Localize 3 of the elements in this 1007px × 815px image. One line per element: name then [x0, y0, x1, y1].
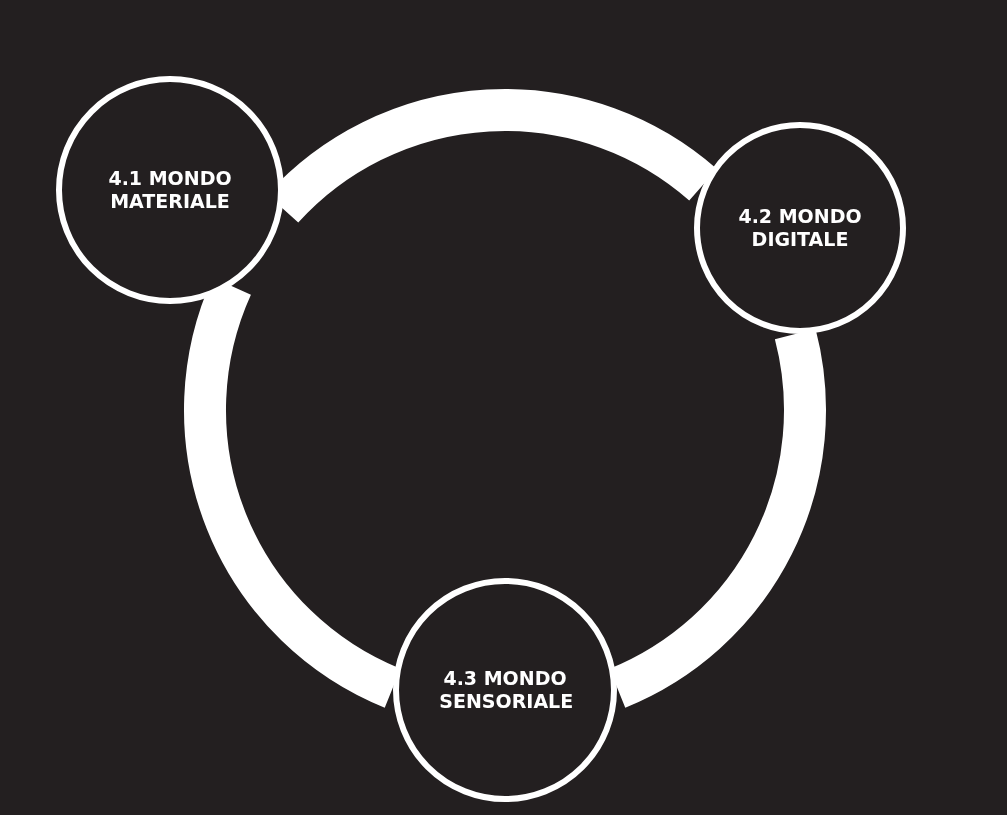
node-label: 4.1 MONDO MATERIALE: [107, 167, 233, 213]
node-label: 4.2 MONDO DIGITALE: [738, 205, 862, 251]
node-label: 4.3 MONDO SENSORIALE: [439, 667, 571, 713]
